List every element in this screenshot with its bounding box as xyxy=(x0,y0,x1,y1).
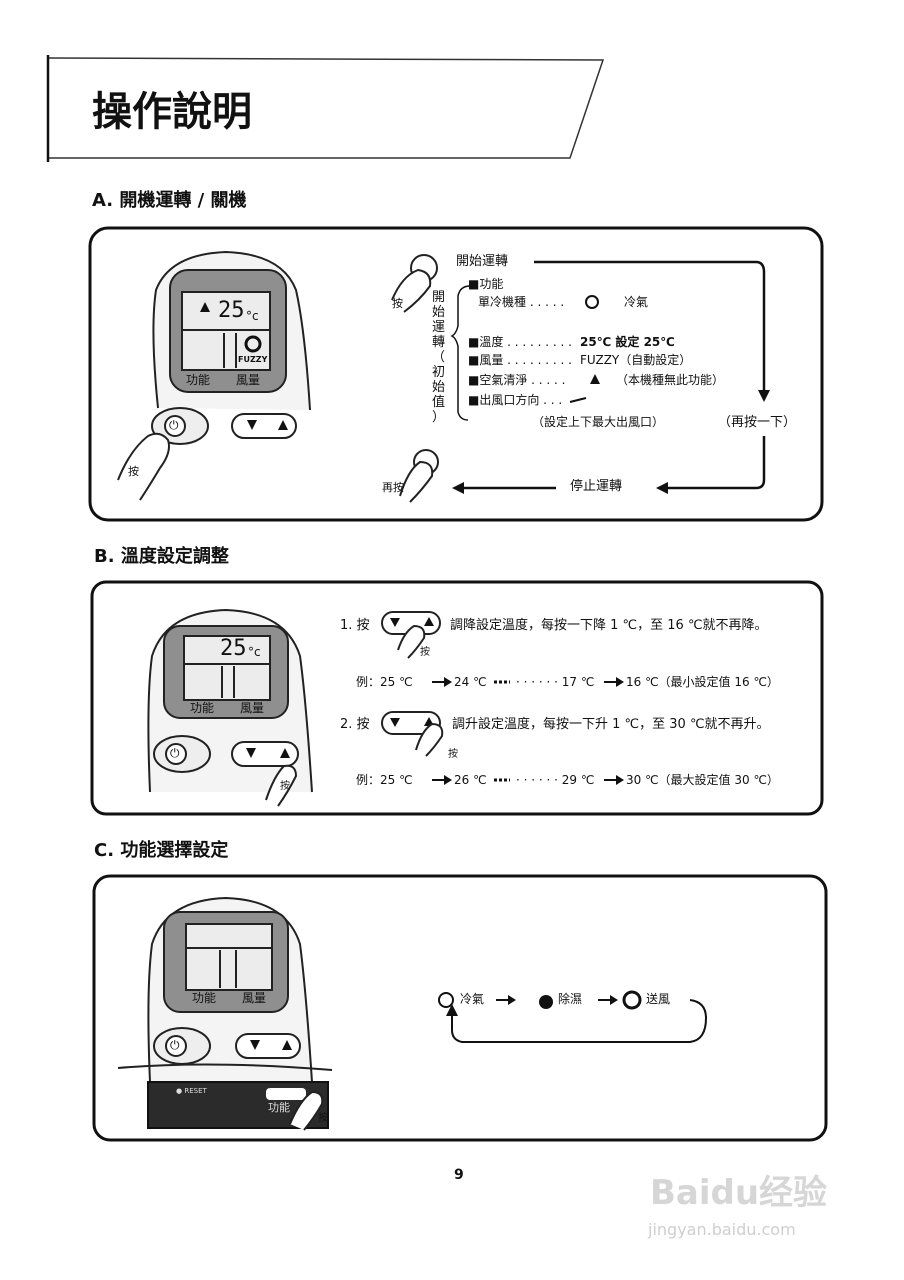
example1-b: 24 ℃ xyxy=(454,675,487,689)
step2-text: 調升設定溫度，每按一下升 1 ℃，至 30 ℃就不再升。 xyxy=(452,717,770,732)
section-a-frame xyxy=(88,226,824,522)
press-label-a2: 按 xyxy=(392,297,403,310)
line-fan-value: FUZZY（自動設定） xyxy=(580,353,692,367)
line-temp: ■溫度 . . . . . . . . . xyxy=(468,335,572,349)
example1-d: 16 ℃（最小設定值 16 ℃） xyxy=(626,675,779,689)
example1-c: · · · · · · 17 ℃ xyxy=(516,675,595,689)
snowflake-icon-c xyxy=(438,992,454,1008)
fan-icon-c xyxy=(622,990,642,1010)
watermark-url: jingyan.baidu.com xyxy=(648,1220,796,1239)
step1-text: 調降設定溫度，每按一下降 1 ℃，至 16 ℃就不再降。 xyxy=(450,618,768,633)
press-label-b: 按 xyxy=(280,781,290,792)
stop-label: 停止運轉 xyxy=(570,479,623,494)
start-label: 開始運轉 xyxy=(456,254,509,269)
page-title: 操作說明 xyxy=(92,89,252,135)
remote-a-temp: 25 xyxy=(218,298,245,323)
example1-a: 例：25 ℃ xyxy=(356,675,413,689)
note-outlet: （設定上下最大出風口） xyxy=(532,415,665,429)
remote-b-fan-label: 風量 xyxy=(240,701,265,715)
remote-b-temp: 25 xyxy=(220,636,247,661)
example2-b: 26 ℃ xyxy=(454,773,487,787)
drop-icon xyxy=(539,995,553,1009)
fan-icon xyxy=(244,335,262,353)
step2-prefix: 2. 按 xyxy=(340,717,370,732)
remote-c xyxy=(117,896,333,1131)
mode-cool: 冷氣 xyxy=(460,992,485,1006)
function-button-c[interactable]: 功能 xyxy=(268,1101,290,1114)
remote-a-unit: °c xyxy=(246,309,259,323)
power-button-c[interactable]: ⏻ xyxy=(170,1038,180,1052)
press-label-a: 按 xyxy=(128,465,139,478)
section-c-frame xyxy=(92,874,828,1142)
example2-d: 30 ℃（最大設定值 30 ℃） xyxy=(626,773,779,787)
line-temp-value: 25℃ 設定 25℃ xyxy=(580,335,675,349)
flow-a xyxy=(391,254,770,503)
step2-press: 按 xyxy=(448,749,458,760)
flow-c xyxy=(438,990,708,1043)
press-label-c: 按 xyxy=(318,1113,328,1124)
page-number: 9 xyxy=(454,1167,464,1183)
line-air-clean-value: （本機種無此功能） xyxy=(616,373,725,387)
example-arrows xyxy=(432,677,624,785)
vertical-label: 開 始 運 轉 （ 初 始 值 ） xyxy=(432,290,446,425)
line-function: ■功能 xyxy=(468,277,504,291)
remote-a-fuzzy: FUZZY xyxy=(238,355,268,364)
line-air-clean: ■空氣清淨 . . . . . xyxy=(468,373,566,387)
step1-press: 按 xyxy=(420,647,430,658)
power-button-b[interactable]: ⏻ xyxy=(170,746,180,760)
mode-fan: 送風 xyxy=(646,992,671,1006)
line-single-cool-value: 冷氣 xyxy=(624,295,649,309)
remote-b-func-label: 功能 xyxy=(190,701,215,715)
example2-a: 例：25 ℃ xyxy=(356,773,413,787)
reset-label[interactable]: ● RESET xyxy=(176,1087,207,1095)
mode-dry: 除濕 xyxy=(558,992,583,1006)
section-a-heading: A. 開機運轉 / 關機 xyxy=(92,190,247,211)
remote-a-func-label: 功能 xyxy=(186,373,211,387)
section-c-heading: C. 功能選擇設定 xyxy=(94,840,229,861)
press-again: （再按一下） xyxy=(718,415,797,430)
example2-c: · · · · · · 29 ℃ xyxy=(516,773,595,787)
remote-c-func-label: 功能 xyxy=(192,991,217,1005)
line-outlet: ■出風口方向 . . . xyxy=(468,393,563,407)
flow-b xyxy=(381,611,444,757)
press-again-finger: 再按 xyxy=(382,481,404,494)
remote-a xyxy=(117,250,311,501)
remote-a-fan-label: 風量 xyxy=(236,373,261,387)
line-single-cool: 單冷機種 . . . . . xyxy=(478,295,565,309)
remote-b xyxy=(147,608,313,807)
line-fan: ■風量 . . . . . . . . . xyxy=(468,353,572,367)
step1-prefix: 1. 按 xyxy=(340,618,370,633)
power-button-a[interactable]: ⏻ xyxy=(169,418,179,432)
section-b-frame xyxy=(90,580,824,816)
watermark-brand: Baidu经验 xyxy=(650,1173,828,1213)
remote-c-fan-label: 風量 xyxy=(242,991,267,1005)
section-b-heading: B. 溫度設定調整 xyxy=(94,546,229,567)
remote-b-unit: °c xyxy=(248,645,261,659)
snowflake-icon-a xyxy=(585,295,599,309)
